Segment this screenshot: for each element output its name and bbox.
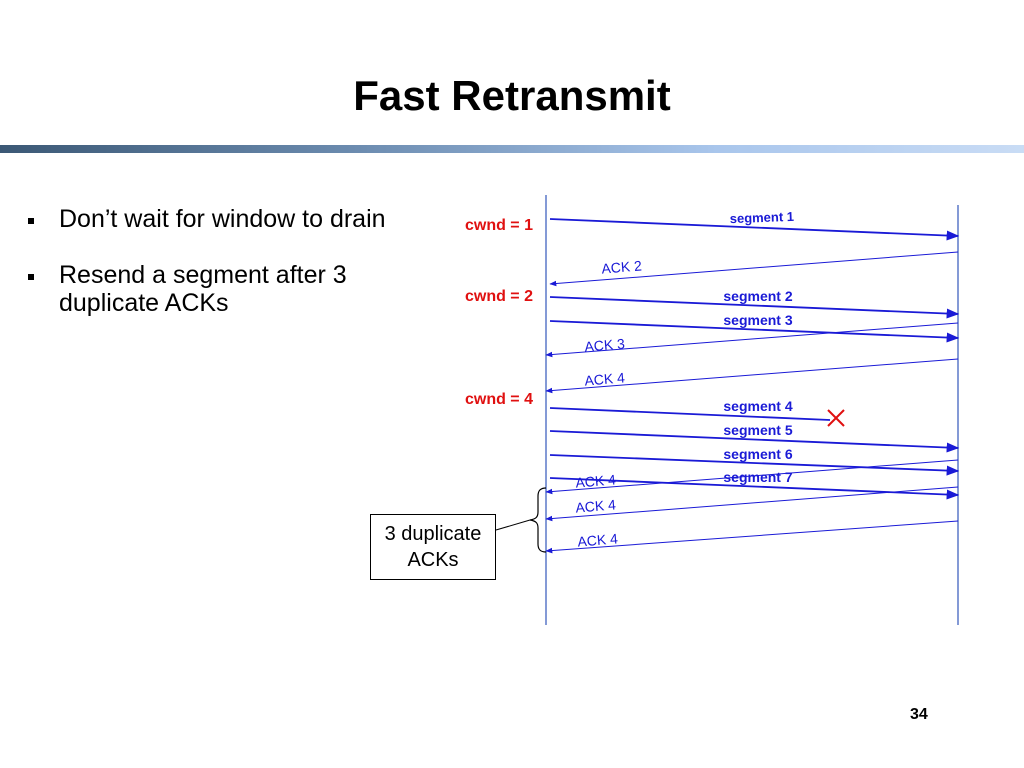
- segment-label: segment 5: [723, 422, 792, 438]
- bullet-list: Don’t wait for window to drain Resend a …: [28, 205, 408, 345]
- bullet-item: Resend a segment after 3 duplicate ACKs: [28, 261, 408, 317]
- bullet-text: Don’t wait for window to drain: [59, 205, 386, 233]
- segment-arrow: [549, 454, 960, 476]
- ack-arrow: [545, 459, 959, 495]
- segment-label: segment 4: [723, 398, 792, 414]
- lost-segment-arrow: [549, 407, 831, 421]
- duplicate-acks-brace: [529, 487, 547, 553]
- segment-label: segment 7: [723, 469, 792, 485]
- cwnd-label: cwnd = 2: [465, 288, 533, 305]
- title-divider: [0, 145, 1024, 153]
- callout-pointer: [495, 519, 531, 531]
- ack-label: ACK 4: [575, 471, 617, 490]
- bullet-square-icon: [28, 218, 34, 224]
- ack-arrow: [545, 520, 959, 554]
- ack-label: ACK 2: [601, 257, 643, 276]
- callout-line: ACKs: [407, 549, 459, 571]
- ack-arrow: [545, 486, 959, 522]
- segment-arrow: [549, 218, 960, 241]
- bullet-square-icon: [28, 274, 34, 280]
- bullet-item: Don’t wait for window to drain: [28, 205, 408, 233]
- duplicate-acks-callout: 3 duplicate ACKs: [370, 514, 496, 580]
- ack-arrow: [549, 251, 959, 287]
- ack-label: ACK 3: [584, 335, 626, 354]
- callout-line: 3 duplicate: [384, 523, 482, 545]
- segment-label: segment 6: [723, 446, 792, 462]
- segment-label: segment 3: [723, 312, 792, 328]
- slide-title: Fast Retransmit: [353, 72, 671, 119]
- segment-label: segment 2: [723, 288, 792, 304]
- cwnd-label: cwnd = 1: [465, 217, 533, 234]
- ack-label: ACK 4: [575, 496, 617, 515]
- segment-arrow: [549, 296, 960, 319]
- ack-arrow: [545, 322, 959, 358]
- loss-x-icon: [827, 409, 845, 427]
- ack-arrow: [545, 358, 959, 394]
- segment-arrow: [549, 430, 960, 453]
- cwnd-label: cwnd = 4: [465, 391, 533, 408]
- page-number: 34: [910, 706, 928, 723]
- ack-label: ACK 4: [577, 530, 619, 549]
- segment-arrow: [549, 320, 960, 343]
- segment-label: segment 1: [729, 209, 794, 226]
- bullet-text: Resend a segment after 3 duplicate ACKs: [59, 261, 347, 317]
- ack-label: ACK 4: [584, 369, 626, 388]
